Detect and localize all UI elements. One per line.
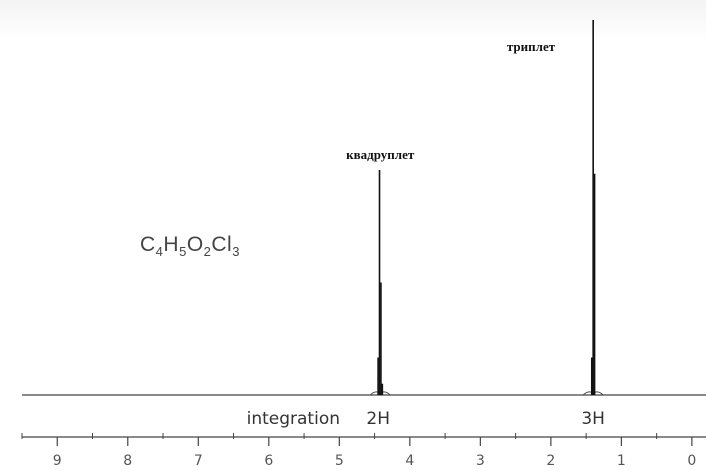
integration-prefix: integration [247, 409, 340, 429]
integration-value-triplet: 3H [581, 409, 605, 429]
peak-label-triplet: триплет [507, 39, 556, 54]
molecular-formula: C4H5O2Cl3 [140, 233, 240, 259]
x-axis-tick-label: 8 [123, 453, 132, 469]
peak-labels-group: квадруплет триплет [346, 39, 556, 162]
x-axis-tick-label: 2 [546, 453, 555, 469]
x-axis-tick-label: 6 [264, 453, 273, 469]
x-axis: 9 8 7 6 5 4 3 2 1 0 [21, 433, 706, 469]
x-axis-tick-label: 7 [194, 453, 203, 469]
formula-chlorine-count: 3 [232, 244, 240, 259]
integration-value-quartet: 2H [366, 409, 390, 429]
formula-hydrogen: H [163, 233, 180, 256]
peak-label-quartet: квадруплет [346, 147, 415, 162]
x-axis-tick-label: 3 [476, 453, 485, 469]
formula-oxygen: O [186, 233, 204, 256]
formula-carbon-count: 4 [155, 244, 164, 259]
x-axis-tick-label: 1 [617, 453, 626, 469]
peaks-group [369, 20, 604, 396]
formula-oxygen-count: 2 [203, 244, 212, 259]
integration-row: integration 2H 3H [247, 409, 605, 429]
formula-chlorine: Cl [211, 233, 233, 256]
x-axis-tick-label: 9 [53, 453, 62, 469]
x-axis-tick-label: 5 [335, 453, 344, 469]
x-axis-tick-label: 4 [405, 453, 414, 469]
x-axis-tick-label: 0 [687, 453, 696, 469]
formula-hydrogen-count: 5 [179, 244, 187, 259]
formula-carbon: C [140, 233, 156, 256]
